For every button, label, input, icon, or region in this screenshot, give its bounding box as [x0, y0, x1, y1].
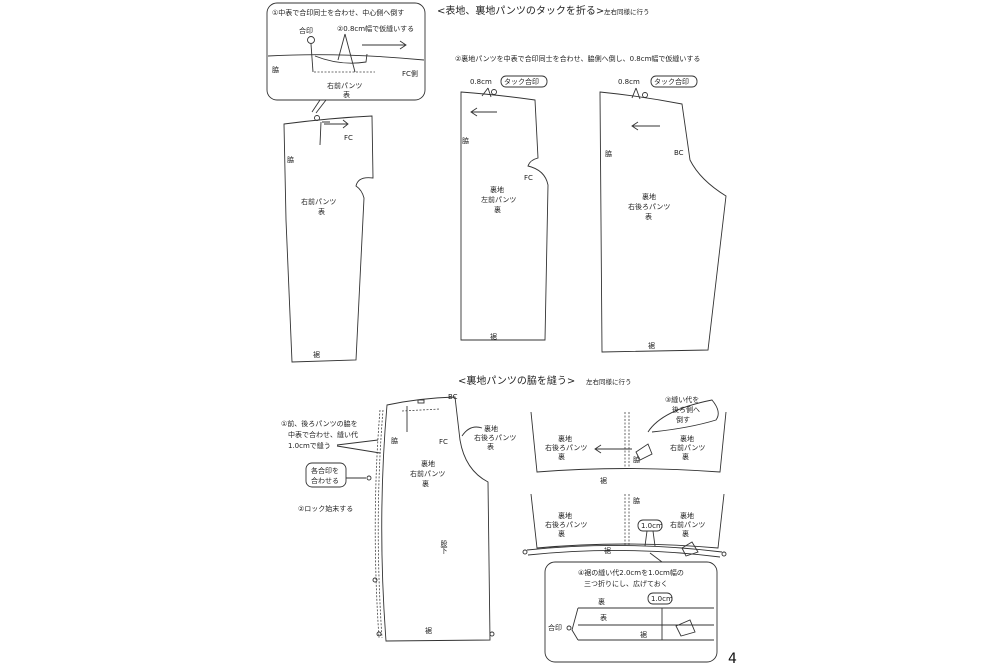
- section1-note: 左右同様に行う: [604, 7, 650, 16]
- main-fc: FC: [439, 438, 448, 446]
- piece2-fc: FC: [524, 174, 533, 182]
- pattern-right-back-lining: 0.8cm タック合印 脇 BC 裏地 右後ろパンツ 表 裾: [599, 75, 727, 353]
- upper-hem: 裾: [600, 476, 607, 485]
- section2-title: <裏地パンツの脇を縫う>: [458, 374, 575, 387]
- piece2-tuck-mark: タック合印: [504, 77, 539, 86]
- piece3-width: 0.8cm: [618, 78, 640, 86]
- bubble-line2: 合わせる: [311, 476, 339, 485]
- tuck-callout: ①中表で合印同士を合わせ、中心側へ倒す 合印 ②0.8cm幅で仮縫いする 脇 F…: [266, 2, 426, 114]
- callout-step2: ②0.8cm幅で仮縫いする: [337, 24, 414, 33]
- callout-waki: 脇: [272, 66, 279, 74]
- section2-note: 左右同様に行う: [586, 377, 632, 386]
- main-hem: 裾: [425, 626, 432, 635]
- step1-line2: 中表で合わせ、縫い代: [288, 430, 358, 439]
- step4-detail-box: ④裾の縫い代2.0cmを1.0cm幅の 三つ折りにし、広げておく 裏 表 1.0…: [544, 552, 718, 663]
- pattern-left-front-lining: 0.8cm タック合印 脇 FC 裏地 左前パンツ 裏 裾: [460, 75, 549, 341]
- step2-text: ②ロック始末する: [298, 504, 353, 513]
- lower-right-face: 裏: [682, 529, 689, 538]
- piece1-face: 表: [318, 207, 325, 216]
- step4-aijirushi: 合印: [548, 623, 562, 632]
- piece3-lining: 裏地: [642, 192, 656, 201]
- upper-waki: 脇: [633, 456, 640, 464]
- step4-ura: 裏: [598, 597, 605, 606]
- piece3-tuck-mark: タック合印: [654, 77, 689, 86]
- main-waki: 脇: [391, 437, 398, 445]
- back-face: 表: [487, 442, 494, 451]
- lower-right-lining: 裏地: [680, 511, 694, 520]
- piece3-bc: BC: [674, 149, 684, 157]
- section1-step2: ②裏地パンツを中表で合印同士を合わせ、脇側へ倒し、0.8cm幅で仮縫いする: [455, 54, 700, 63]
- piece2-lining: 裏地: [490, 185, 504, 194]
- piece2-face: 裏: [494, 205, 501, 214]
- piece1-hem: 裾: [313, 350, 320, 359]
- callout-piece: 右前パンツ: [327, 81, 362, 90]
- step3-line2: 後ろ側へ: [672, 405, 700, 414]
- piece2-width: 0.8cm: [470, 78, 492, 86]
- step1-line3: 1.0cmで縫う: [288, 441, 331, 450]
- seam-press-diagram: ③縫い代を 後ろ側へ 倒す 裏地 右後ろパンツ 裏 裏地 右前パンツ 裏 脇 裾: [530, 395, 727, 485]
- piece2-waki: 脇: [462, 137, 469, 145]
- piece3-waki: 脇: [605, 150, 612, 158]
- bubble-line1: 各合印を: [311, 466, 339, 475]
- piece1-name: 右前パンツ: [301, 197, 336, 206]
- lower-left-face: 裏: [558, 529, 565, 538]
- upper-left-face: 裏: [558, 452, 565, 461]
- callout-aijirushi: 合印: [299, 26, 313, 35]
- page-number: 4: [728, 651, 737, 667]
- step3-line1: ③縫い代を: [665, 395, 699, 404]
- piece1-fc: FC: [344, 134, 353, 142]
- step4-line2: 三つ折りにし、広げておく: [584, 579, 668, 588]
- step4-omote: 表: [600, 613, 607, 622]
- main-bc: BC: [448, 393, 458, 401]
- callout-step1: ①中表で合印同士を合わせ、中心側へ倒す: [272, 8, 404, 17]
- piece3-name: 右後ろパンツ: [628, 202, 670, 211]
- piece2-name: 左前パンツ: [481, 195, 516, 204]
- main-name: 右前パンツ: [410, 469, 445, 478]
- lower-waki: 脇: [633, 497, 640, 505]
- main-inseam: 股下: [440, 540, 448, 555]
- piece2-hem: 裾: [490, 332, 497, 341]
- main-face: 裏: [422, 479, 429, 488]
- hem-fold-diagram: 脇 裏地 右後ろパンツ 裏 裏地 右前パンツ 裏 1.0cm 裾: [522, 493, 727, 558]
- upper-right-name: 右前パンツ: [670, 443, 705, 452]
- step4-line1: ④裾の縫い代2.0cmを1.0cm幅の: [578, 568, 684, 577]
- piece1-waki: 脇: [287, 156, 294, 164]
- upper-left-name: 右後ろパンツ: [545, 443, 587, 452]
- step4-hem: 裾: [640, 630, 647, 639]
- step1-line1: ①前、後ろパンツの脇を: [281, 419, 358, 428]
- lower-width: 1.0cm: [641, 522, 663, 530]
- lower-hem: 裾: [604, 546, 611, 555]
- upper-left-lining: 裏地: [558, 434, 572, 443]
- back-lining: 裏地: [484, 424, 498, 433]
- lower-left-name: 右後ろパンツ: [545, 520, 587, 529]
- piece3-face: 表: [645, 212, 652, 221]
- upper-right-lining: 裏地: [680, 434, 694, 443]
- pattern-right-front-outer: 脇 FC 右前パンツ 表 裾: [283, 115, 374, 363]
- callout-fc-side: FC側: [402, 69, 418, 78]
- main-lining: 裏地: [421, 459, 435, 468]
- piece3-hem: 裾: [648, 341, 655, 350]
- step3-line3: 倒す: [676, 415, 690, 424]
- back-name: 右後ろパンツ: [474, 433, 516, 442]
- callout-face: 表: [343, 90, 350, 99]
- lower-right-name: 右前パンツ: [670, 520, 705, 529]
- pattern-right-front-lining-sewn: BC FC 脇 裏地 右前パンツ 裏 股下 裾 裏地 右後ろパンツ 表: [372, 393, 516, 642]
- step4-width: 1.0cm: [651, 595, 673, 603]
- section1-title: <表地、裏地パンツのタックを折る>: [437, 4, 604, 17]
- upper-right-face: 裏: [682, 452, 689, 461]
- lower-left-lining: 裏地: [558, 511, 572, 520]
